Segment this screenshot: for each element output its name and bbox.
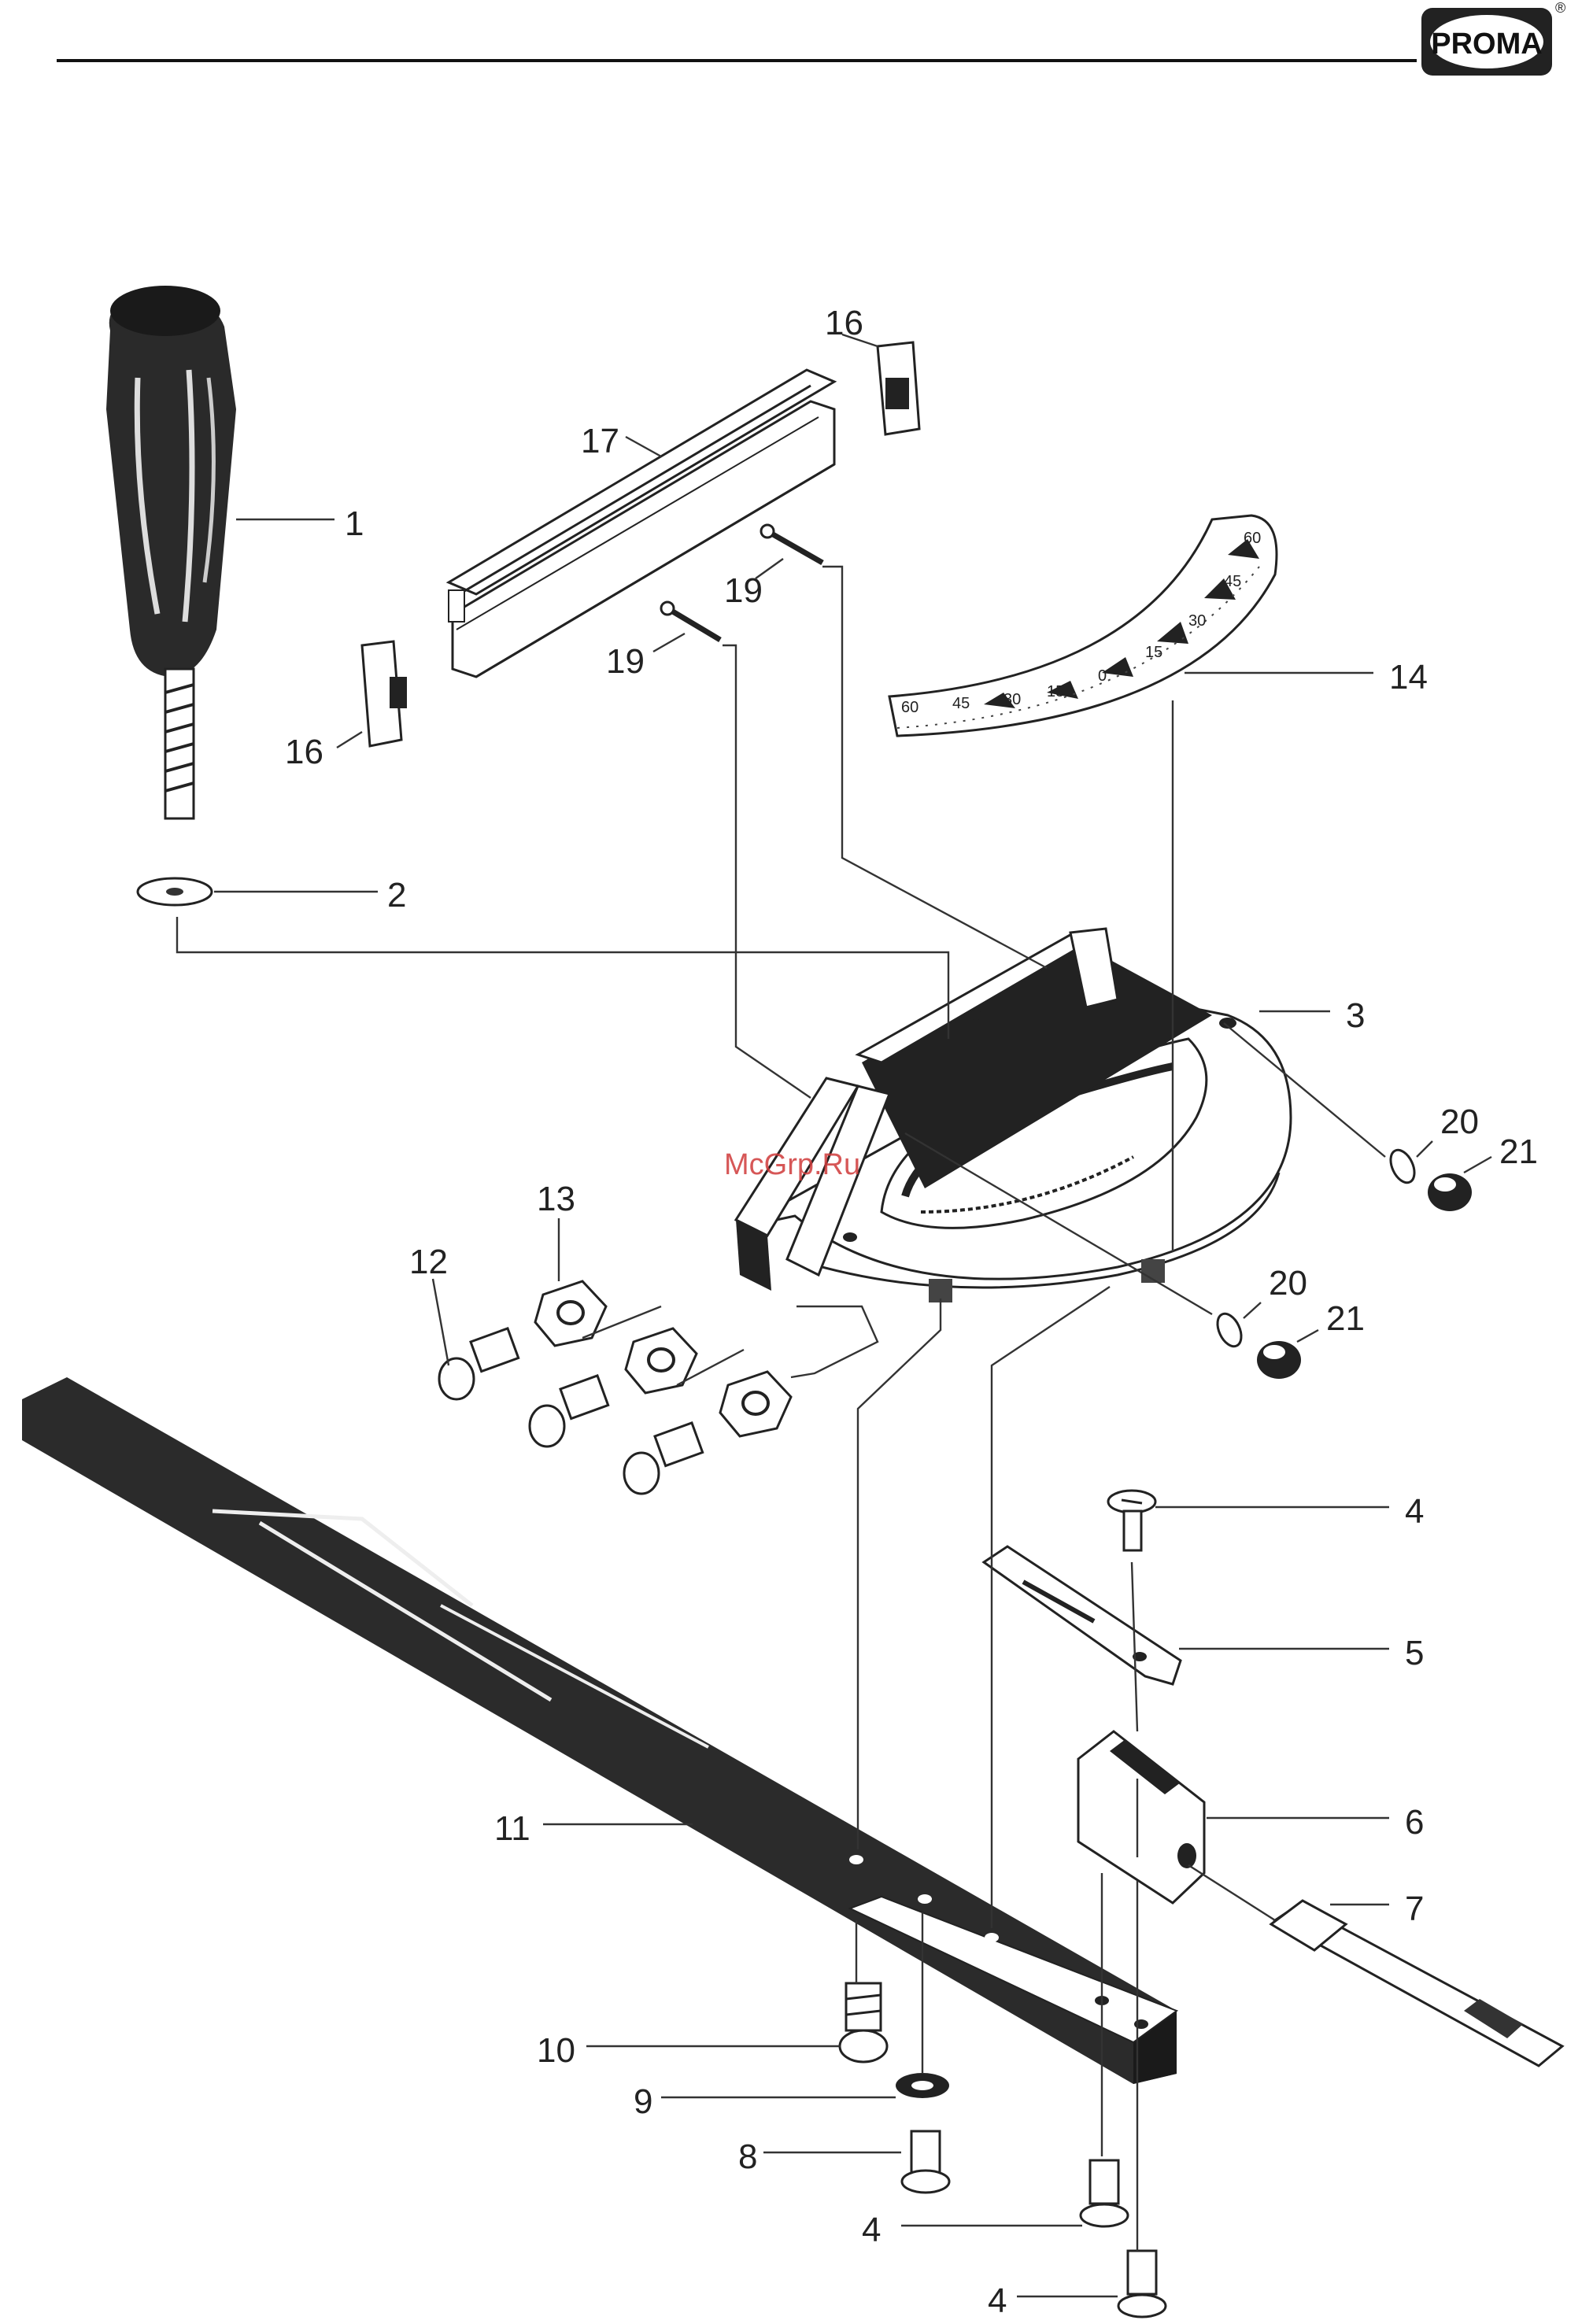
scale-tick-label-6: 30 [1188, 612, 1206, 630]
callout-3: 3 [1346, 996, 1365, 1035]
callout-17: 17 [581, 422, 619, 460]
brand-text: PROMA [1431, 28, 1542, 61]
scale-tick-label-2: 30 [1003, 691, 1021, 708]
callout-20b: 20 [1269, 1264, 1307, 1302]
callout-19b: 19 [606, 642, 645, 681]
scale-tick-label-3: 15 [1047, 683, 1064, 700]
part-washer-20-b [1213, 1310, 1246, 1350]
part-bolt-10 [840, 1983, 887, 2062]
part-miter-body [736, 929, 1291, 1302]
part-screw-12-a [439, 1328, 519, 1399]
callout-4b: 4 [862, 2211, 881, 2249]
part-guide-bar [22, 1377, 1177, 2084]
part-nut-13-a [535, 1281, 606, 1346]
watermark: McGrp.Ru [724, 1148, 860, 1181]
brand-logo: PROMA [1421, 8, 1552, 76]
part-screw-19-a [761, 525, 822, 563]
callout-20a: 20 [1440, 1103, 1479, 1141]
part-end-cap-16-right [878, 342, 919, 434]
part-nut-21-a [1428, 1173, 1472, 1211]
callout-21a: 21 [1499, 1132, 1538, 1171]
callout-14: 14 [1389, 658, 1428, 696]
scale-tick-label-7: 45 [1224, 573, 1241, 590]
callout-9: 9 [634, 2082, 652, 2121]
callout-10: 10 [537, 2031, 575, 2070]
part-end-cap-16-left [362, 641, 407, 746]
callout-19a: 19 [724, 571, 763, 610]
part-washer-2 [138, 878, 212, 905]
callout-16a: 16 [825, 304, 863, 342]
registered-mark: ® [1555, 0, 1565, 16]
part-washer-9 [896, 2073, 949, 2098]
callout-8: 8 [738, 2137, 757, 2176]
callout-4a: 4 [1405, 1492, 1424, 1531]
part-nut-13-c [720, 1372, 791, 1436]
part-fence-bar [449, 370, 834, 677]
callout-4c: 4 [988, 2282, 1007, 2320]
scale-tick-label-0: 60 [901, 699, 918, 716]
part-screw-4-mid [1081, 2160, 1128, 2226]
callout-6: 6 [1405, 1803, 1424, 1842]
part-nut-21-b [1257, 1341, 1301, 1379]
callout-12: 12 [409, 1243, 448, 1281]
scale-tick-label-1: 45 [952, 695, 970, 712]
part-screw-12-b [530, 1376, 608, 1446]
part-clamp-plate-5 [984, 1546, 1181, 1684]
part-screw-19-b [661, 602, 720, 640]
part-screw-12-c [624, 1423, 703, 1494]
part-screw-4-top [1108, 1491, 1155, 1550]
callout-11: 11 [494, 1809, 530, 1848]
part-screw-4-bottom [1118, 2251, 1166, 2317]
callout-5: 5 [1405, 1634, 1424, 1672]
scale-tick-label-5: 15 [1145, 644, 1162, 661]
callout-7: 7 [1405, 1890, 1424, 1928]
part-handle-knob [106, 286, 236, 818]
part-clamp-block-6 [1078, 1731, 1204, 1903]
part-screw-8 [902, 2131, 949, 2193]
callout-1: 1 [345, 504, 364, 543]
part-protractor-scale: 60 45 30 15 0 15 30 45 60 [889, 515, 1277, 736]
callout-16b: 16 [285, 733, 323, 771]
callout-21b: 21 [1326, 1299, 1365, 1338]
scale-tick-label-4: 0 [1098, 667, 1107, 685]
part-nut-13-b [626, 1328, 697, 1393]
part-washer-20-a [1386, 1147, 1419, 1187]
callout-2: 2 [387, 876, 406, 914]
callout-13: 13 [537, 1180, 575, 1218]
scale-tick-label-8: 60 [1244, 530, 1261, 547]
